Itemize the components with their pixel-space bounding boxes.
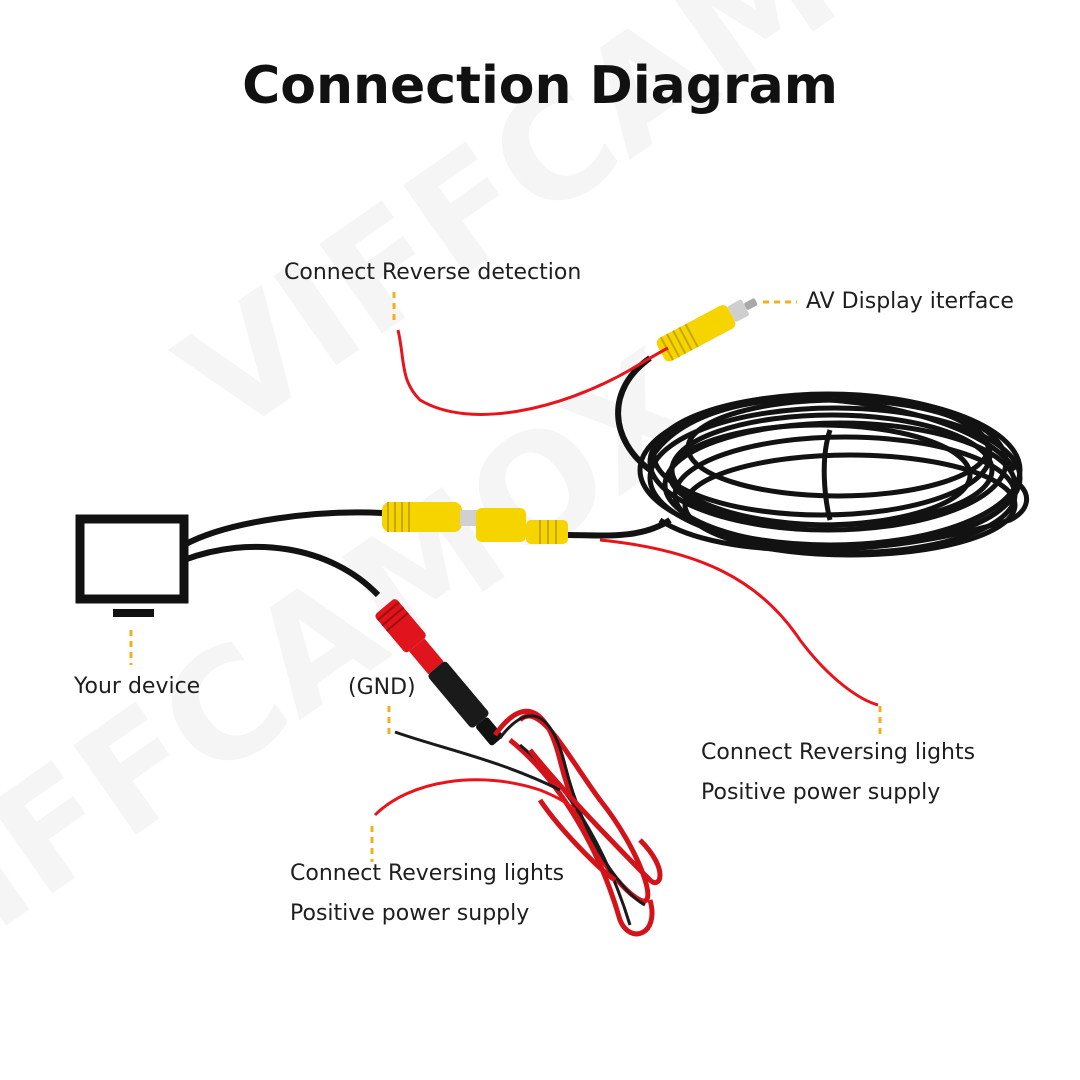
label-reversing-lights-right-line2: Positive power supply [701, 780, 941, 805]
label-reversing-lights-bottom-line1: Connect Reversing lights [290, 861, 565, 886]
page-title: Connection Diagram [242, 56, 838, 116]
cable-device-upper [182, 509, 383, 548]
rca-plug-top [656, 298, 758, 362]
cable-top [615, 355, 652, 473]
label-reversing-lights-bottom-line2: Positive power supply [290, 901, 530, 926]
label-gnd: (GND) [348, 675, 416, 700]
cable-coil [637, 391, 1030, 558]
pointer-lines [129, 292, 882, 862]
wire-gnd [394, 730, 561, 792]
wire-reversing-lights-bottom [373, 778, 577, 817]
label-reverse-detection: Connect Reverse detection [284, 260, 582, 285]
wire-reversing-lights-right [599, 538, 879, 707]
label-reversing-lights-right-line1: Connect Reversing lights [701, 740, 976, 765]
cable-main [567, 517, 672, 539]
wire-reverse-detection [396, 329, 669, 416]
monitor-icon [75, 514, 189, 617]
dc-plug [375, 599, 503, 746]
rca-connector-middle [382, 502, 568, 544]
label-av-display: AV Display iterface [806, 289, 1014, 314]
cable-device-lower [182, 543, 381, 598]
label-your-device: Your device [74, 674, 201, 699]
wire-bundle [492, 708, 663, 937]
